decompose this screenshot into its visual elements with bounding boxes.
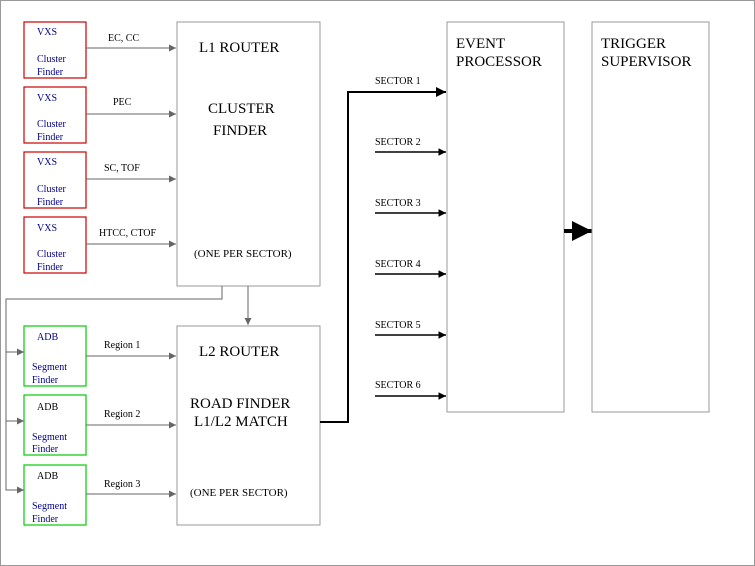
vxs-label: VXS xyxy=(37,157,57,168)
vxs-module-4: VXS Cluster Finder xyxy=(23,216,87,274)
vxs-label: VXS xyxy=(37,93,57,104)
adb-line2: Finder xyxy=(32,514,59,525)
l2-to-sector1-line xyxy=(320,87,446,423)
sector-label: SECTOR 1 xyxy=(375,76,421,87)
vxs-module-2: VXS Cluster Finder xyxy=(23,86,87,144)
trigger-supervisor-line1: TRIGGER xyxy=(601,36,666,52)
adb-line1: Segment xyxy=(32,362,67,373)
event-processor-box: EVENT PROCESSOR xyxy=(446,21,565,413)
link-label: Region 2 xyxy=(104,409,140,420)
event-processor-line2: PROCESSOR xyxy=(456,54,542,70)
l2-router-note: (ONE PER SECTOR) xyxy=(190,487,288,499)
adb-line1: Segment xyxy=(32,501,67,512)
link-label: PEC xyxy=(113,97,132,108)
adb-links: Region 1 Region 2 Region 3 xyxy=(86,340,176,498)
l1-router-title: L1 ROUTER xyxy=(199,40,279,56)
vxs-line2: Finder xyxy=(37,67,64,78)
vxs-label: VXS xyxy=(37,27,57,38)
sector-label: SECTOR 2 xyxy=(375,137,421,148)
sector-links: SECTOR 1 SECTOR 2 SECTOR 3 SECTOR 4 SECT… xyxy=(375,76,446,400)
vxs-module-1: VXS Cluster Finder xyxy=(23,21,87,79)
adb-module-3: ADB Segment Finder xyxy=(23,464,87,526)
vxs-line2: Finder xyxy=(37,262,64,273)
sector-label: SECTOR 6 xyxy=(375,380,421,391)
l2-router-title: L2 ROUTER xyxy=(199,344,279,360)
l1-router-note: (ONE PER SECTOR) xyxy=(194,248,292,260)
l2-router-line2: L1/L2 MATCH xyxy=(194,414,288,430)
vxs-line1: Cluster xyxy=(37,119,67,130)
link-label: Region 1 xyxy=(104,340,140,351)
vxs-line1: Cluster xyxy=(37,54,67,65)
adb-label: ADB xyxy=(37,402,58,413)
adb-module-2: ADB Segment Finder xyxy=(23,394,87,456)
adb-line2: Finder xyxy=(32,375,59,386)
vxs-line2: Finder xyxy=(37,132,64,143)
event-processor-line1: EVENT xyxy=(456,36,505,52)
l1-router-line2: FINDER xyxy=(213,123,267,139)
l2-router-box: L2 ROUTER ROAD FINDER L1/L2 MATCH (ONE P… xyxy=(176,325,321,526)
adb-line2: Finder xyxy=(32,444,59,455)
trigger-supervisor-line2: SUPERVISOR xyxy=(601,54,692,70)
adb-label: ADB xyxy=(37,471,58,482)
l2-router-line1: ROAD FINDER xyxy=(190,396,290,412)
l1-router-line1: CLUSTER xyxy=(208,101,275,117)
vxs-line1: Cluster xyxy=(37,249,67,260)
sector-label: SECTOR 3 xyxy=(375,198,421,209)
vxs-label: VXS xyxy=(37,223,57,234)
link-label: Region 3 xyxy=(104,479,140,490)
sector-label: SECTOR 4 xyxy=(375,259,421,270)
link-label: EC, CC xyxy=(108,33,139,44)
vxs-links: EC, CC PEC SC, TOF HTCC, CTOF xyxy=(86,33,176,248)
adb-label: ADB xyxy=(37,332,58,343)
trigger-supervisor-box: TRIGGER SUPERVISOR xyxy=(591,21,710,413)
adb-module-1: ADB Segment Finder xyxy=(23,325,87,387)
sector-label: SECTOR 5 xyxy=(375,320,421,331)
adb-line1: Segment xyxy=(32,432,67,443)
link-label: HTCC, CTOF xyxy=(99,228,156,239)
link-label: SC, TOF xyxy=(104,163,140,174)
l1-router-box: L1 ROUTER CLUSTER FINDER (ONE PER SECTOR… xyxy=(176,21,321,287)
feedback-bus xyxy=(5,286,223,494)
vxs-line1: Cluster xyxy=(37,184,67,195)
vxs-line2: Finder xyxy=(37,197,64,208)
vxs-module-3: VXS Cluster Finder xyxy=(23,151,87,209)
